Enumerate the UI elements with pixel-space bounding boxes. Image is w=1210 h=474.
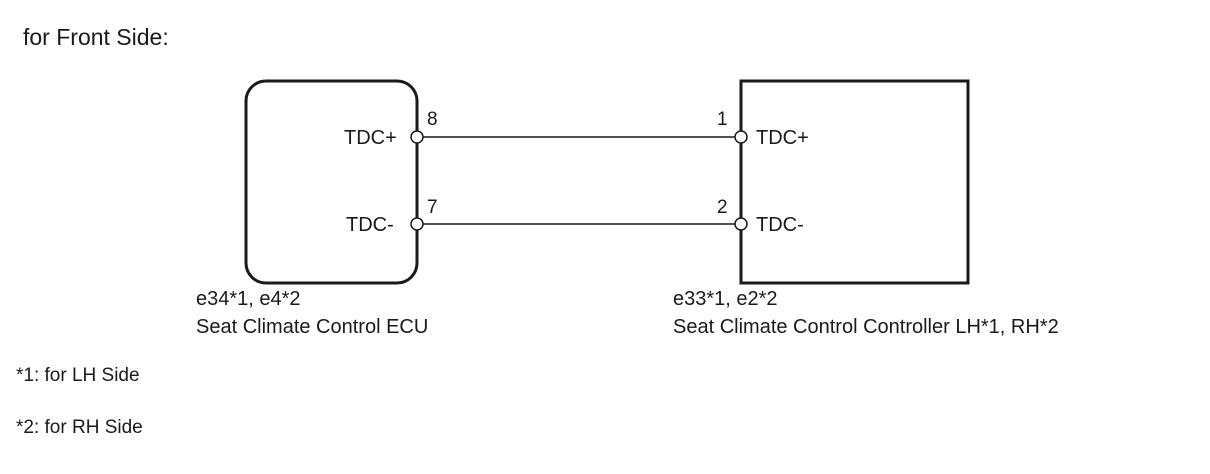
controller-terminal-2 bbox=[734, 217, 748, 231]
ecu-pin-number-8: 8 bbox=[427, 109, 438, 130]
ecu-terminal-8 bbox=[410, 130, 424, 144]
ecu-name: Seat Climate Control ECU bbox=[196, 316, 429, 338]
footnote-rh: *2: for RH Side bbox=[16, 417, 143, 438]
controller-terminal-1 bbox=[734, 130, 748, 144]
controller-pin-label-tdc-plus: TDC+ bbox=[756, 127, 809, 149]
ecu-pin-number-7: 7 bbox=[427, 197, 438, 218]
controller-pin-number-1: 1 bbox=[717, 109, 728, 130]
controller-pin-label-tdc-minus: TDC- bbox=[756, 214, 804, 236]
ecu-pin-label-tdc-minus: TDC- bbox=[346, 214, 394, 236]
controller-pin-number-2: 2 bbox=[717, 197, 728, 218]
ecu-connector-code: e34*1, e4*2 bbox=[196, 288, 301, 310]
controller-connector-code: e33*1, e2*2 bbox=[673, 288, 778, 310]
controller-name: Seat Climate Control Controller LH*1, RH… bbox=[673, 316, 1059, 338]
controller-box bbox=[739, 79, 970, 285]
diagram-heading: for Front Side: bbox=[23, 24, 169, 50]
ecu-terminal-7 bbox=[410, 217, 424, 231]
ecu-pin-label-tdc-plus: TDC+ bbox=[344, 127, 397, 149]
ecu-box bbox=[244, 79, 419, 285]
footnote-lh: *1: for LH Side bbox=[16, 365, 140, 386]
